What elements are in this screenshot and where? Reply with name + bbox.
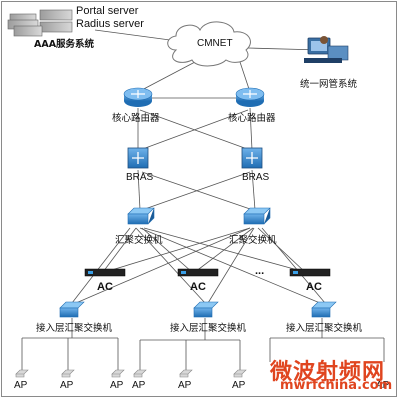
ap-7-label: AP <box>376 380 390 391</box>
bras-right-icon <box>241 147 263 169</box>
core-router-right-icon <box>235 87 265 107</box>
link-router-bras-rr <box>249 107 253 151</box>
link-agg-ac-rb <box>194 227 254 273</box>
link-agg-ac-ra <box>104 227 251 273</box>
ac-unit-b-icon <box>177 268 219 277</box>
access-switch-right-label: 接入层汇聚交换机 <box>286 323 363 334</box>
access-switch-mid-icon <box>193 301 219 318</box>
link-agg-access-lr <box>139 227 321 304</box>
access-switch-left-label: 接入层汇聚交换机 <box>36 323 113 334</box>
nms-label: 统一网管系统 <box>300 79 358 90</box>
watermark-url: mwrfchina.com <box>280 378 393 393</box>
aaa-system-label: AAA服务系统 <box>34 39 95 50</box>
ac-unit-a-icon <box>84 268 126 277</box>
core-router-left-icon <box>123 87 153 107</box>
link-cloud-router-right <box>239 61 251 93</box>
link-agg-ac-lb <box>141 227 193 273</box>
ap-3-label: AP <box>110 380 124 391</box>
link-cloud-router-left <box>137 61 196 93</box>
radius-server-label: Radius server <box>76 18 144 30</box>
link-bras-agg-ll <box>137 169 141 211</box>
agg-switch-left-label: 汇聚交换机 <box>115 235 163 246</box>
link-agg-access-lm <box>135 227 206 304</box>
portal-server-label: Portal server <box>76 5 139 17</box>
ap-6-icon <box>233 369 247 378</box>
cmnet-label: CMNET <box>197 38 233 49</box>
ap-2-icon <box>61 369 75 378</box>
ap-2-label: AP <box>60 380 74 391</box>
access-switch-right-icon <box>311 301 337 318</box>
bras-right-label: BRAS <box>242 172 270 183</box>
bras-left-icon <box>127 147 149 169</box>
link-agg-access-rl <box>75 227 251 304</box>
nms-workstation-icon <box>304 36 349 63</box>
agg-switch-right-icon <box>243 207 271 225</box>
link-router-bras-rl <box>139 109 249 151</box>
ac-c-label: AC <box>306 281 322 293</box>
ap-5-icon <box>179 369 193 378</box>
link-bras-agg-lr <box>141 171 254 211</box>
aaa-server-stack <box>7 9 73 37</box>
bras-left-label: BRAS <box>126 172 154 183</box>
ap-3-icon <box>111 369 125 378</box>
ac-b-label: AC <box>190 281 206 293</box>
link-bras-agg-rl <box>141 171 251 211</box>
ap-4-icon <box>133 369 147 378</box>
ac-ellipsis: ... <box>255 265 265 277</box>
ap-5-label: AP <box>178 380 192 391</box>
link-bras-agg-rr <box>251 169 256 211</box>
link-agg-ac-rc <box>257 227 306 273</box>
ap-icons <box>15 369 247 378</box>
links <box>21 29 385 370</box>
watermark-title: 微波射频网 <box>270 360 386 385</box>
ac-unit-c-icon <box>289 268 331 277</box>
ac-a-label: AC <box>97 281 113 293</box>
core-router-right-label: 核心路由器 <box>228 113 276 124</box>
ap-1-icon <box>15 369 29 378</box>
link-agg-access-ll <box>71 227 131 304</box>
ap-1-label: AP <box>14 380 28 391</box>
access-switch-left-icon <box>59 301 85 318</box>
core-router-left-label: 核心路由器 <box>112 113 160 124</box>
agg-switch-left-icon <box>127 207 155 225</box>
link-agg-ac-la <box>102 227 137 273</box>
ap-4-label: AP <box>132 380 146 391</box>
link-agg-access-rm <box>207 227 255 304</box>
ap-6-label: AP <box>232 380 246 391</box>
agg-switch-right-label: 汇聚交换机 <box>229 235 277 246</box>
cmnet-cloud <box>167 21 251 67</box>
link-agg-access-rr <box>261 227 326 304</box>
access-switch-mid-label: 接入层汇聚交换机 <box>170 323 247 334</box>
